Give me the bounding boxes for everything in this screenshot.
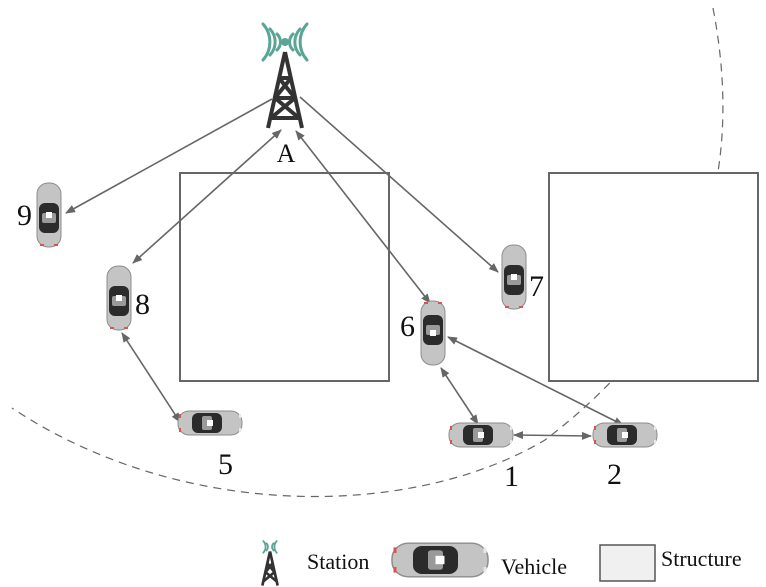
tower-icon (261, 22, 309, 129)
vehicle-8: 8 (106, 265, 150, 331)
link-a-8 (132, 129, 282, 264)
legend-station-icon (261, 540, 279, 586)
vehicle-label-5: 5 (218, 448, 233, 481)
link-8-5 (121, 332, 181, 423)
vehicle-label-6: 6 (400, 310, 415, 343)
vehicle-1: 1 (448, 422, 519, 493)
vehicle-6: 6 (400, 300, 446, 366)
link-a-6 (295, 130, 431, 304)
links-layer (65, 96, 624, 440)
vehicle-9: 9 (17, 182, 62, 248)
link-a-7 (299, 96, 499, 273)
link-6-1 (440, 367, 479, 425)
tower-label: A (277, 139, 296, 168)
vehicle-label-2: 2 (607, 458, 622, 491)
legend: Station Vehicle Structure (261, 540, 742, 586)
vehicle-label-1: 1 (504, 460, 519, 493)
link-1-2 (513, 431, 592, 440)
vehicle-7: 7 (501, 244, 544, 310)
vehicle-2: 2 (592, 422, 658, 491)
vehicle-label-7: 7 (529, 270, 544, 303)
link-6-2 (447, 336, 624, 426)
vehicle-label-8: 8 (135, 288, 150, 321)
legend-vehicle-icon (391, 542, 489, 578)
legend-structure-swatch (599, 544, 656, 582)
vehicle-label-9: 9 (17, 199, 32, 232)
structure-building-right (548, 172, 759, 382)
legend-structure-label: Structure (661, 546, 742, 571)
vehicle-5: 5 (177, 410, 243, 481)
legend-station-label: Station (307, 549, 369, 574)
legend-vehicle-label: Vehicle (501, 554, 567, 579)
structure-building-left (179, 172, 390, 382)
